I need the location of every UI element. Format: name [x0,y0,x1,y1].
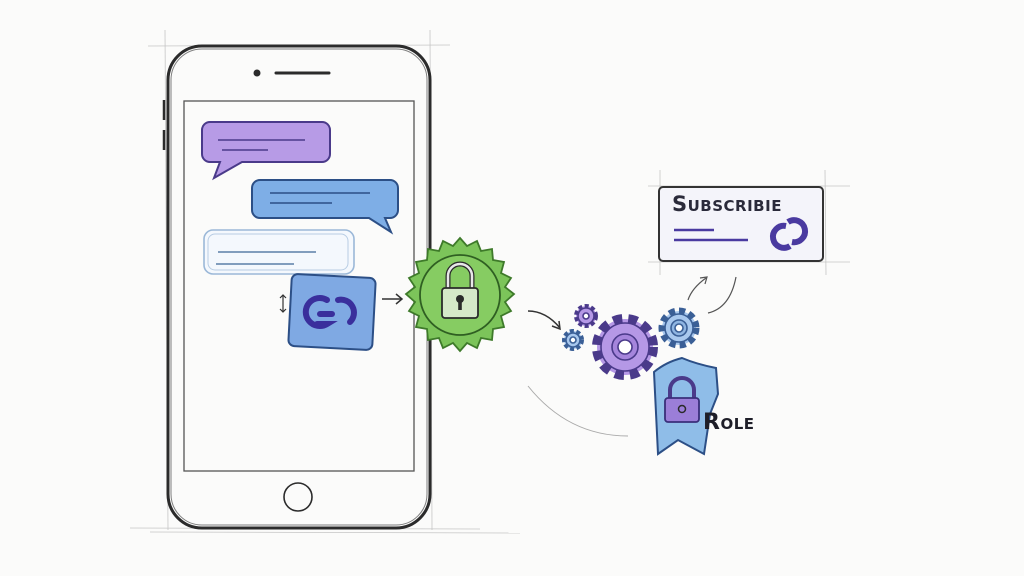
role-label: Role [703,410,755,435]
lock-icon [664,397,700,423]
subscribe-label: Subscribie [672,192,782,216]
link-icon [769,217,809,251]
subscribe-card[interactable] [658,186,824,262]
subscribe-card-frame [658,186,824,262]
